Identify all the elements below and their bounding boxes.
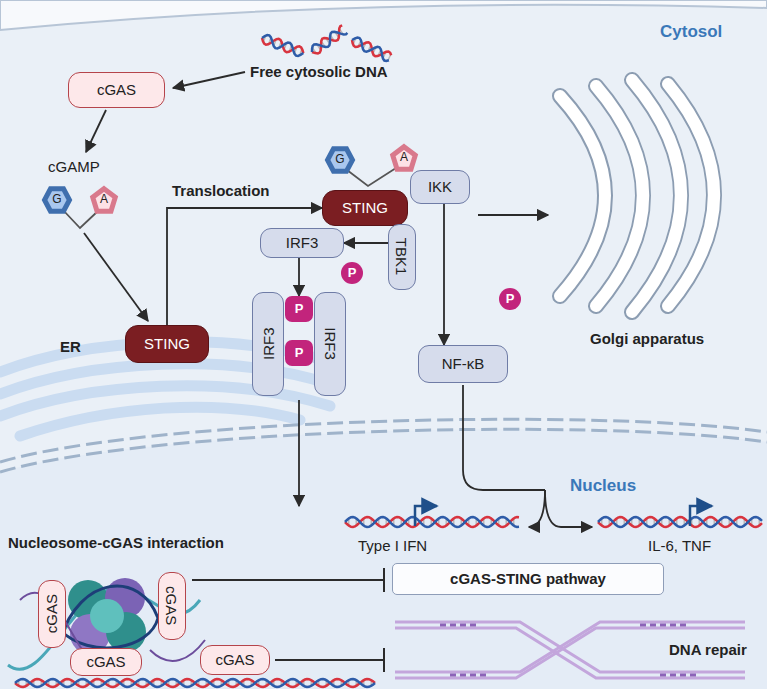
node-text: P <box>506 292 515 307</box>
node-text: cGAS <box>86 653 125 670</box>
node-text: NF-κB <box>442 355 485 372</box>
node-text: STING <box>342 199 388 216</box>
signal-arrow <box>443 204 445 345</box>
node-text: P <box>295 302 304 317</box>
node-text: cGAS <box>97 81 136 98</box>
node-text: IRF3 <box>286 234 319 251</box>
plasma-membrane <box>0 0 767 30</box>
signal-arrow <box>298 258 300 296</box>
protein-box: STING <box>322 190 408 226</box>
node-text: cGAS <box>43 594 60 633</box>
nuclear-envelope <box>0 419 767 462</box>
label-text: Translocation <box>172 182 270 199</box>
phosphate-marker: P <box>341 262 363 284</box>
protein-box: cGAS <box>200 645 270 675</box>
phosphate-marker: P <box>285 296 313 322</box>
node-text: IRF3 <box>259 328 276 361</box>
label-text: ER <box>60 338 81 355</box>
node-text: P <box>348 266 357 281</box>
node-text: cGAS <box>215 651 254 668</box>
phosphate-marker: P <box>285 340 313 366</box>
signal-arrow <box>344 242 388 244</box>
protein-box: cGAS <box>70 648 142 676</box>
label-text: Nucleus <box>570 476 636 496</box>
signal-arrow <box>167 208 322 325</box>
node-text: A <box>400 151 408 165</box>
dna-helices <box>15 25 762 687</box>
protein-box: IRF3 <box>314 292 346 396</box>
inhibition-lines <box>192 568 384 672</box>
label-text: IL-6, TNF <box>648 537 711 554</box>
node-text: cGAS-STING pathway <box>450 570 606 587</box>
protein-box: cGAS <box>158 572 186 640</box>
nucleus-ground <box>0 429 767 689</box>
node-text: cGAS <box>163 586 180 625</box>
protein-box: IRF3 <box>260 228 344 258</box>
nucleotide-shape: A <box>392 146 416 170</box>
protein-box: STING <box>125 325 209 363</box>
label-text: Cytosol <box>660 22 722 42</box>
node-text: P <box>295 346 304 361</box>
protein-box: cGAS-STING pathway <box>392 563 664 595</box>
protein-box: TBK1 <box>388 224 416 290</box>
label-text: Nucleosome-cGAS interaction <box>8 534 224 551</box>
node-text: G <box>52 193 61 207</box>
node-text: STING <box>144 335 190 352</box>
label-text: Free cytosolic DNA <box>250 63 388 80</box>
nucleotide-shape: G <box>44 188 70 212</box>
nuclear-envelope <box>0 429 767 472</box>
golgi-apparatus <box>560 80 714 312</box>
node-text: IKK <box>428 178 452 195</box>
label-text: Type I IFN <box>358 537 427 554</box>
label-text: DNA repair <box>666 641 750 658</box>
node-text: IRF3 <box>321 328 338 361</box>
node-text: A <box>100 193 108 207</box>
arrows <box>63 72 592 527</box>
label-text: cGAMP <box>48 158 100 175</box>
label-text: Golgi apparatus <box>590 330 704 347</box>
node-text: G <box>335 153 344 167</box>
protein-box: IKK <box>410 170 470 204</box>
phosphate-marker: P <box>499 288 521 310</box>
node-text: TBK1 <box>393 238 410 276</box>
protein-box: NF-κB <box>418 345 508 383</box>
transcription-start-arrows <box>415 506 712 526</box>
protein-box: cGAS <box>68 72 165 108</box>
nucleotide-shape: A <box>92 188 116 212</box>
protein-box: IRF3 <box>252 292 284 396</box>
nucleotide-shape: G <box>327 148 353 172</box>
protein-box: cGAS <box>38 580 66 648</box>
